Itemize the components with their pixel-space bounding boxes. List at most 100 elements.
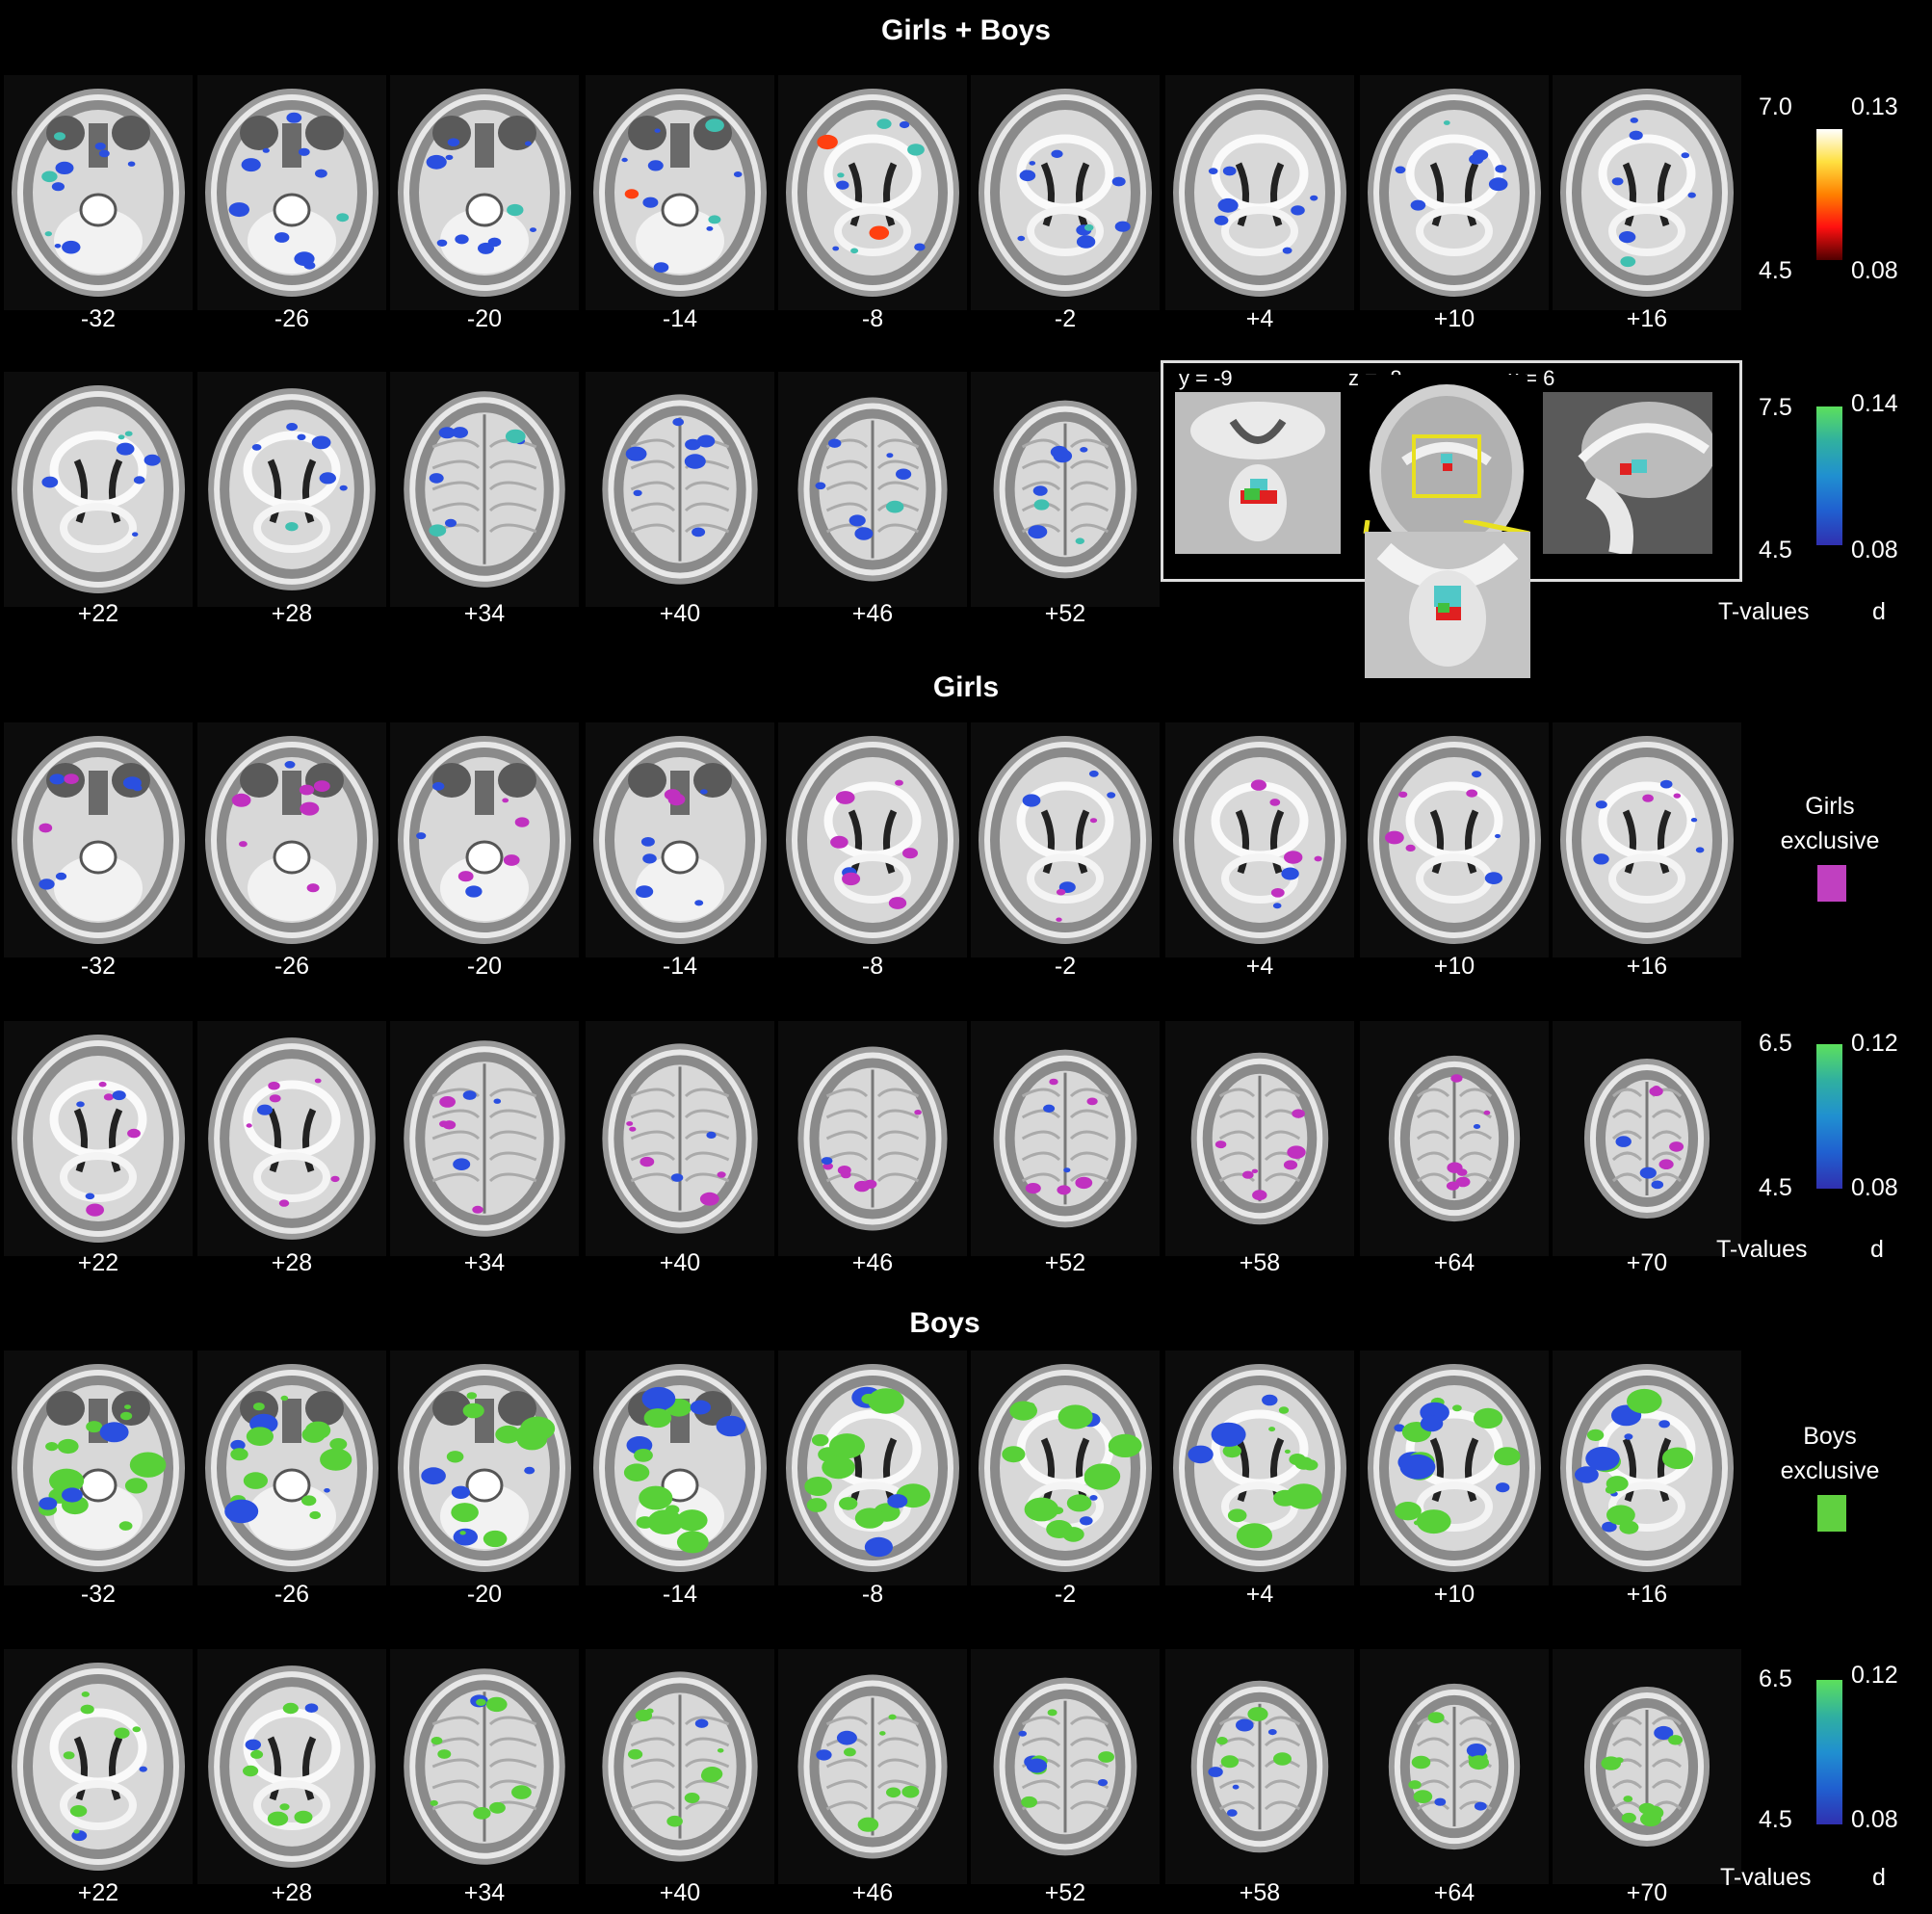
slice-z-label: +46 — [851, 1879, 894, 1906]
brain-slice-zp34 — [390, 1021, 579, 1256]
colorbar-hot — [1816, 129, 1842, 260]
brain-slice-zp46 — [778, 1649, 967, 1884]
brain-slice-zm8 — [778, 1350, 967, 1586]
colorbar-t-min: 4.5 — [1759, 537, 1792, 564]
colorbar-t-max: 6.5 — [1759, 1030, 1792, 1057]
brain-slice-zm32 — [4, 722, 193, 957]
brain-slice-zm20 — [390, 722, 579, 957]
brain-slice-zm2 — [971, 75, 1160, 310]
brain-slice-zp16 — [1553, 722, 1741, 957]
brain-slice-zp4 — [1165, 1350, 1354, 1586]
brain-slice-zm14 — [586, 75, 774, 310]
section-title-girls: Girls — [932, 671, 1000, 703]
colorbar-d-min: 0.08 — [1851, 537, 1898, 564]
brain-slice-zp28 — [197, 1021, 386, 1256]
slice-z-label: +58 — [1239, 1879, 1281, 1906]
brain-slice-zp16 — [1553, 1350, 1741, 1586]
colorbar-t-max: 7.0 — [1759, 93, 1792, 120]
brain-slice-zp52 — [971, 1021, 1160, 1256]
slice-z-label: +28 — [271, 600, 313, 627]
brain-slice-zp10 — [1360, 1350, 1549, 1586]
brain-slice-zp34 — [390, 1649, 579, 1884]
sagittal-slice-image — [1543, 392, 1712, 554]
slice-z-label: -20 — [466, 305, 503, 332]
brain-slice-zp40 — [586, 1021, 774, 1256]
slice-z-label: +34 — [463, 1249, 506, 1276]
colorbar-d-min: 0.08 — [1851, 1174, 1898, 1201]
slice-z-label: +10 — [1433, 305, 1475, 332]
slice-z-label: +46 — [851, 600, 894, 627]
slice-z-label: -14 — [662, 1581, 698, 1608]
brain-slice-zp22 — [4, 1649, 193, 1884]
slice-z-label: +10 — [1433, 953, 1475, 980]
boys-exclusive-swatch — [1817, 1495, 1846, 1532]
inset-y-label: y = -9 — [1179, 366, 1233, 390]
colorbar-t-max: 6.5 — [1759, 1665, 1792, 1692]
slice-z-label: -2 — [1054, 1581, 1077, 1608]
t-values-label: T-values — [1716, 1236, 1808, 1263]
brain-slice-zp52 — [971, 372, 1160, 607]
slice-z-label: +4 — [1245, 305, 1274, 332]
brain-slice-zp4 — [1165, 75, 1354, 310]
brain-slice-zp58 — [1165, 1021, 1354, 1256]
brain-slice-zm2 — [971, 722, 1160, 957]
brain-slice-zp22 — [4, 372, 193, 607]
brain-slice-zm26 — [197, 722, 386, 957]
section-title-girls-boys: Girls + Boys — [881, 14, 1051, 46]
brain-slice-zp70 — [1553, 1021, 1741, 1256]
slice-z-label: +40 — [659, 1879, 701, 1906]
girls-exclusive-label-2: exclusive — [1780, 827, 1880, 854]
slice-z-label: -2 — [1054, 305, 1077, 332]
t-values-label: T-values — [1718, 598, 1810, 625]
girls-exclusive-label: Girls — [1805, 793, 1855, 820]
axial-slice-image — [1366, 375, 1527, 554]
brain-slice-zp40 — [586, 1649, 774, 1884]
slice-z-label: +16 — [1626, 1581, 1668, 1608]
brain-slice-zp28 — [197, 1649, 386, 1884]
colorbar-d-max: 0.12 — [1851, 1030, 1898, 1057]
slice-z-label: +4 — [1245, 953, 1274, 980]
slice-z-label: -32 — [80, 1581, 117, 1608]
slice-z-label: -20 — [466, 1581, 503, 1608]
brain-slice-zp58 — [1165, 1649, 1354, 1884]
brain-slice-zp64 — [1360, 1649, 1549, 1884]
slice-z-label: +34 — [463, 600, 506, 627]
boys-exclusive-label-2: exclusive — [1780, 1457, 1880, 1484]
slice-z-label: -14 — [662, 953, 698, 980]
colorbar-d-min: 0.08 — [1851, 257, 1898, 284]
d-label: d — [1872, 598, 1886, 625]
colorbar-t-min: 4.5 — [1759, 257, 1792, 284]
brain-slice-zm8 — [778, 75, 967, 310]
slice-z-label: +22 — [77, 1249, 119, 1276]
slice-z-label: +28 — [271, 1879, 313, 1906]
colorbar-t-max: 7.5 — [1759, 394, 1792, 421]
brain-slice-zp10 — [1360, 75, 1549, 310]
brain-slice-zp40 — [586, 372, 774, 607]
brain-slice-zp4 — [1165, 722, 1354, 957]
boys-exclusive-label: Boys — [1803, 1423, 1857, 1450]
slice-z-label: +10 — [1433, 1581, 1475, 1608]
colorbar-d-max: 0.12 — [1851, 1662, 1898, 1689]
brain-slice-zm26 — [197, 75, 386, 310]
slice-z-label: -32 — [80, 305, 117, 332]
d-label: d — [1872, 1864, 1886, 1891]
slice-z-label: +16 — [1626, 305, 1668, 332]
brain-slice-zp64 — [1360, 1021, 1549, 1256]
slice-z-label: +52 — [1044, 1879, 1086, 1906]
zoomed-axial-image — [1365, 532, 1530, 678]
slice-z-label: -26 — [274, 305, 310, 332]
section-title-boys: Boys — [909, 1307, 980, 1339]
brain-slice-zp10 — [1360, 722, 1549, 957]
slice-z-label: +34 — [463, 1879, 506, 1906]
colorbar-winter — [1816, 406, 1842, 545]
brain-slice-zp70 — [1553, 1649, 1741, 1884]
inset-panel: y = -9 z = -8 x = 6 — [1161, 360, 1742, 582]
slice-z-label: +70 — [1626, 1879, 1668, 1906]
colorbar-t-min: 4.5 — [1759, 1806, 1792, 1833]
slice-z-label: -32 — [80, 953, 117, 980]
slice-z-label: +58 — [1239, 1249, 1281, 1276]
brain-slice-zm32 — [4, 1350, 193, 1586]
slice-z-label: -2 — [1054, 953, 1077, 980]
brain-slice-zp34 — [390, 372, 579, 607]
coronal-slice-image — [1175, 392, 1341, 554]
